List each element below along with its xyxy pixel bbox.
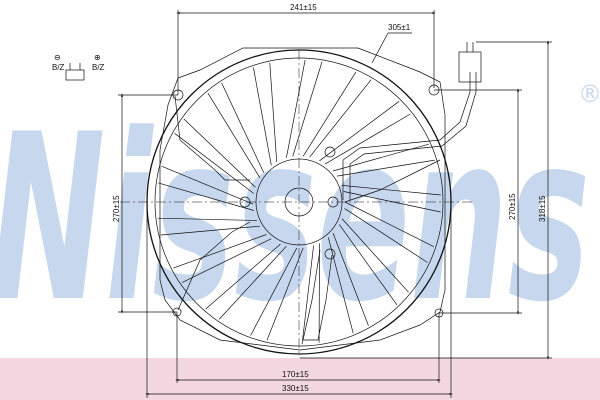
- dim-shroud-diameter: 305±1: [371, 23, 412, 64]
- hub-bolt-top: [324, 146, 336, 158]
- pin-positive-code: B/Z: [92, 63, 105, 72]
- pin-legend: ⊖ ⊕ B/Z B/Z: [52, 53, 105, 81]
- connector-plug: [458, 51, 482, 83]
- hub-bolt-bottom: [324, 248, 336, 260]
- fan-blade: [341, 185, 441, 213]
- dim-shroud-diameter-label: 305±1: [388, 23, 411, 32]
- fan-blade: [174, 118, 256, 194]
- dim-left-height-label: 270±15: [112, 195, 121, 222]
- pin-negative-code: B/Z: [52, 63, 65, 72]
- dim-bottom-outer: 330±15: [145, 202, 453, 398]
- brand-watermark: Nissens: [0, 86, 590, 353]
- pin-positive-symbol: ⊕: [94, 53, 101, 62]
- dim-bottom-inner: 170±15: [175, 312, 441, 383]
- inner-ring: [154, 57, 444, 347]
- fan-blade: [344, 201, 434, 263]
- dim-overall-height-label: 318±15: [538, 195, 547, 222]
- fan-blade: [158, 165, 254, 211]
- dim-bottom-outer-label: 330±15: [282, 384, 309, 393]
- fan-blade: [301, 243, 320, 345]
- fan-blade: [207, 82, 265, 178]
- dim-left-height: 270±15: [112, 93, 178, 314]
- dim-right-height-label: 270±15: [508, 193, 517, 220]
- dim-bottom-inner-label: 170±15: [282, 370, 309, 379]
- fan-blade: [205, 243, 287, 320]
- fan-blades: [157, 60, 441, 345]
- fan-blade: [286, 60, 323, 158]
- shroud-frame: [159, 47, 446, 351]
- hub-inner: [284, 187, 314, 217]
- wire-harness: [342, 72, 471, 200]
- dim-top-width-label: 241±15: [290, 3, 317, 12]
- fan-blade: [319, 101, 411, 165]
- fan-blade: [253, 62, 278, 166]
- fan-blade: [338, 218, 409, 306]
- bracket-arm-bottom: [302, 249, 333, 341]
- hub-outer: [255, 158, 343, 246]
- fan-blade: [173, 234, 272, 283]
- registered-mark: ®: [578, 80, 600, 108]
- bracket-arm-lower-left: [177, 221, 251, 311]
- fan-blade: [250, 247, 304, 341]
- bracket-arm-right: [344, 159, 441, 203]
- dim-overall-height: 318±15: [300, 40, 552, 360]
- wire-harness-outer: [349, 72, 477, 200]
- hub-bolt-right: [327, 196, 339, 208]
- dim-right-height: 270±15: [434, 88, 522, 315]
- dim-top-width: 241±15: [176, 3, 436, 95]
- fan-blade: [157, 217, 260, 236]
- fan-blade: [302, 71, 372, 158]
- pin-legend-plug: [65, 69, 85, 81]
- hub-bolt-left: [239, 196, 251, 208]
- fan-blade: [327, 232, 369, 334]
- bracket-arm-upper-left: [174, 95, 250, 181]
- pin-negative-symbol: ⊖: [54, 53, 61, 62]
